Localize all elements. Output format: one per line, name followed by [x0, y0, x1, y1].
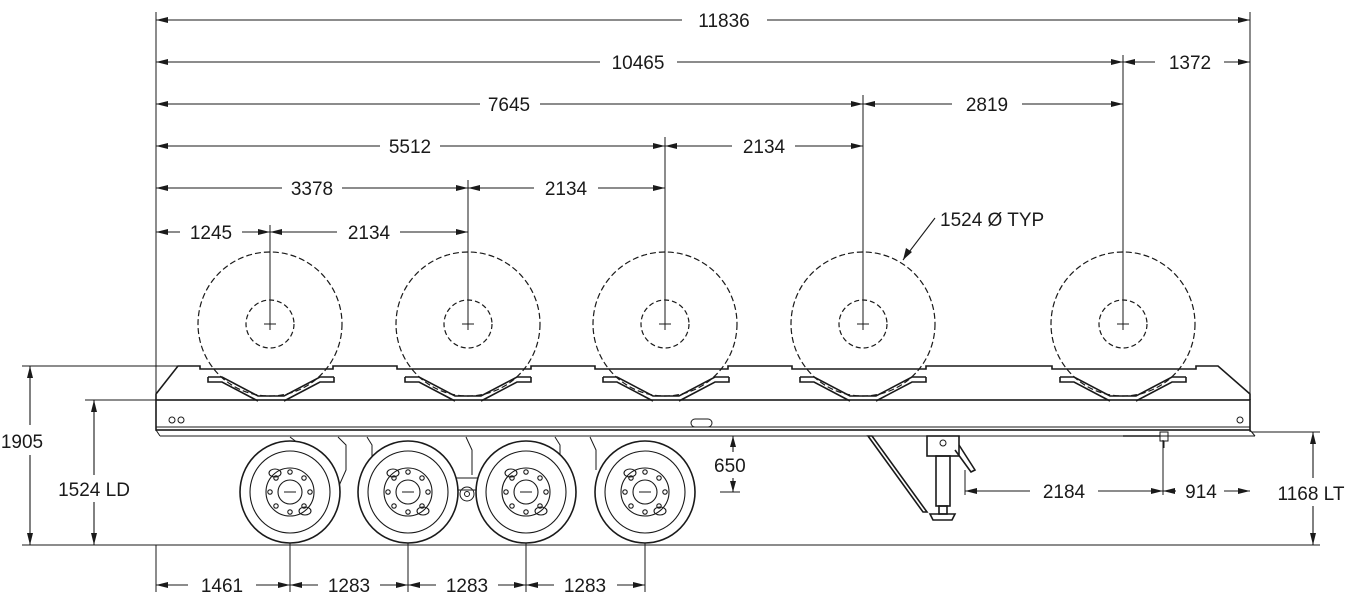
- dim-label-10465: 10465: [612, 53, 665, 74]
- bottom-dim-1461: 1461: [201, 576, 243, 597]
- dim-label-2819: 2819: [966, 95, 1008, 116]
- bottom-dim-1283-c: 1283: [564, 576, 606, 597]
- dim-label-3378: 3378: [291, 179, 333, 200]
- wheel-3: [475, 440, 577, 544]
- dimension-7645: 7645: [156, 95, 863, 116]
- dimension-5512: 5512: [156, 137, 665, 158]
- dimension-2819: 2819: [863, 95, 1123, 116]
- dimension-1283-a: 1283: [290, 576, 408, 597]
- dimension-1461: 1461: [156, 576, 290, 597]
- landing-gear-dim-b: 914: [1185, 482, 1217, 503]
- coil-note-label: 1524 Ø TYP: [940, 210, 1044, 231]
- steel-coils: [197, 251, 1196, 397]
- bottom-dim-1283-a: 1283: [328, 576, 370, 597]
- dimension-1372: 1372: [1123, 53, 1250, 74]
- trailer-body: [155, 365, 1256, 521]
- wheel-4: [594, 440, 696, 544]
- bottom-dim-1283-b: 1283: [446, 576, 488, 597]
- dimension-650: 650: [714, 436, 746, 492]
- dimension-2134-c: 2134: [665, 137, 863, 158]
- dim-label-1245: 1245: [190, 223, 232, 244]
- overall-length-label: 11836: [698, 11, 749, 32]
- dim-label-1372: 1372: [1169, 53, 1211, 74]
- dimension-1168-lt: 1168 LT: [1278, 432, 1345, 545]
- dim-label-5512: 5512: [389, 137, 431, 158]
- dim-label-2134-b: 2134: [545, 179, 588, 200]
- dimension-3378: 3378: [156, 179, 468, 200]
- ground-clearance-label: 650: [714, 456, 746, 477]
- wheel-1: [239, 440, 341, 544]
- wheel-2: [357, 440, 459, 544]
- dimension-1905: 1905: [1, 366, 43, 545]
- dimension-10465: 10465: [156, 53, 1123, 74]
- dimension-2134-b: 2134: [468, 179, 665, 200]
- dimension-1524-ld: 1524 LD: [58, 400, 130, 545]
- overall-height-label: 1905: [1, 432, 43, 453]
- dimension-914: 914: [1163, 482, 1250, 503]
- dimension-2134-a: 2134: [270, 223, 468, 244]
- dimension-1283-c: 1283: [526, 576, 645, 597]
- dim-label-2134-a: 2134: [348, 223, 391, 244]
- right-height-label: 1168 LT: [1278, 484, 1345, 505]
- dim-label-7645: 7645: [488, 95, 530, 116]
- landing-gear-dim-a: 2184: [1043, 482, 1086, 503]
- dimension-1283-b: 1283: [408, 576, 526, 597]
- dimension-2184: 2184: [965, 482, 1163, 503]
- wheels: [239, 440, 696, 544]
- coil-diameter-callout: 1524 Ø TYP: [902, 210, 1044, 261]
- loaded-deck-height-label: 1524 LD: [58, 480, 130, 501]
- dim-label-2134-c: 2134: [743, 137, 786, 158]
- dimension-11836: 11836: [156, 11, 1250, 32]
- dimension-1245: 1245: [156, 223, 270, 244]
